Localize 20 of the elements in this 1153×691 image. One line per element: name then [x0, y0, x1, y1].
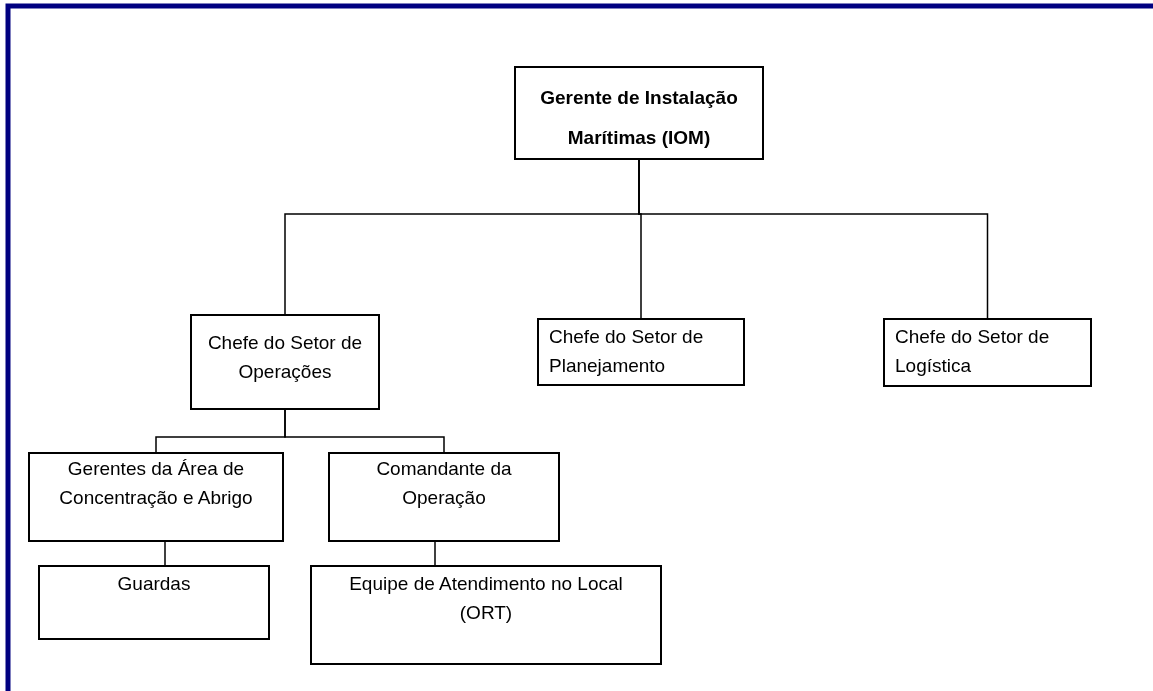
role-label: Guardas [116, 572, 192, 596]
org-box [38, 565, 270, 640]
connector-line [164, 541, 166, 566]
connector-line [638, 159, 989, 319]
org-box [537, 318, 745, 386]
role-label: Gerentes da Área de Concentração e Abrigo [58, 457, 254, 510]
org-box [514, 66, 764, 160]
connector-line [284, 409, 445, 453]
role-label: Chefe do Setor de Operações [206, 331, 364, 384]
role-label: Equipe de Atendimento no Local (ORT) [348, 572, 624, 625]
org-box [190, 314, 380, 410]
org-box [328, 452, 560, 542]
org-box [310, 565, 662, 665]
role-label: Chefe do Setor de Logística [895, 325, 1051, 378]
role-label: Comandante da Operação [375, 457, 513, 510]
role-label: Chefe do Setor de Planejamento [549, 325, 705, 378]
org-box [883, 318, 1092, 387]
connector-line [434, 541, 436, 566]
role-label: Gerente de Instalação Marítimas (IOM) [539, 86, 739, 150]
org-box [28, 452, 284, 542]
